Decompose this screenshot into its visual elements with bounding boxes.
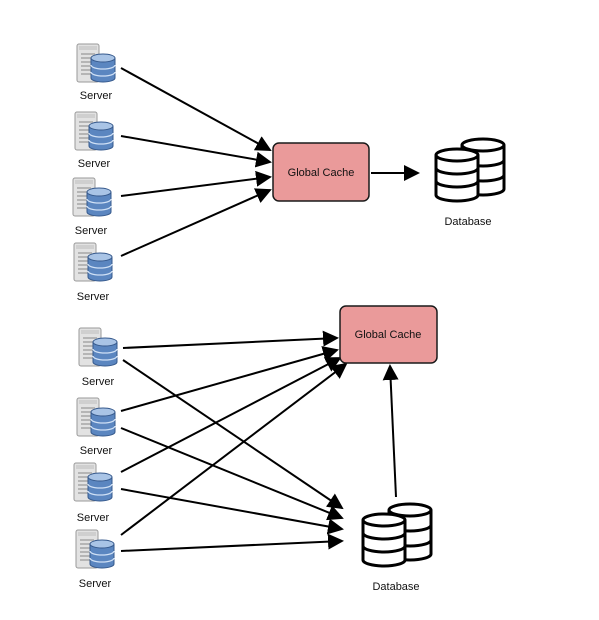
bottom-server-4: Server: [75, 529, 115, 590]
server-label: Server: [82, 376, 115, 388]
server-icon: [78, 327, 118, 367]
arrow-server1-to-cache: [122, 330, 339, 349]
server-label: Server: [79, 578, 112, 590]
database-icon: [434, 137, 506, 203]
server-label: Server: [75, 225, 108, 237]
cache-label: Global Cache: [288, 167, 355, 179]
server-icon: [76, 397, 116, 437]
top-database: Database: [434, 137, 506, 228]
arrow-server4-to-cache: [120, 188, 272, 257]
arrow-server3-to-cache: [120, 170, 272, 197]
database-label: Database: [444, 216, 491, 228]
bottom-section: Server Server Server Server Global Cache…: [73, 305, 438, 593]
server-icon: [74, 111, 114, 151]
top-section: Server Server Server Server Global Cache…: [72, 43, 506, 303]
arrow-server3-to-database: [120, 488, 344, 535]
bottom-arrows: [120, 330, 399, 552]
arrow-server1-to-cache: [120, 67, 272, 151]
arrow-server2-to-cache: [120, 346, 339, 412]
arrow-server2-to-cache: [120, 135, 272, 168]
cache-label: Global Cache: [355, 329, 422, 341]
top-arrows: [120, 67, 420, 257]
arrow-server4-to-database: [120, 533, 344, 552]
server-icon: [72, 177, 112, 217]
top-server-2: Server: [74, 111, 114, 170]
top-server-4: Server: [73, 242, 113, 303]
server-label: Server: [77, 512, 110, 524]
server-icon: [75, 529, 115, 569]
top-server-3: Server: [72, 177, 112, 237]
bottom-server-2: Server: [76, 397, 116, 457]
bottom-global-cache: Global Cache: [339, 305, 438, 364]
server-label: Server: [78, 158, 111, 170]
arrow-server1-to-database: [122, 359, 344, 510]
server-label: Server: [80, 445, 113, 457]
arrow-database-to-cache: [382, 364, 399, 498]
server-icon: [73, 242, 113, 282]
server-icon: [76, 43, 116, 83]
top-global-cache: Global Cache: [272, 142, 370, 202]
arrow-server3-to-cache: [120, 357, 342, 473]
top-server-1: Server: [76, 43, 116, 102]
database-icon: [361, 502, 433, 568]
bottom-server-3: Server: [73, 462, 113, 524]
server-label: Server: [77, 291, 110, 303]
bottom-server-1: Server: [78, 327, 118, 388]
arrow-server4-to-cache: [120, 362, 348, 536]
bottom-database: Database: [361, 502, 433, 593]
server-label: Server: [80, 90, 113, 102]
arrow-server2-to-database: [120, 427, 344, 521]
database-label: Database: [372, 581, 419, 593]
server-icon: [73, 462, 113, 502]
